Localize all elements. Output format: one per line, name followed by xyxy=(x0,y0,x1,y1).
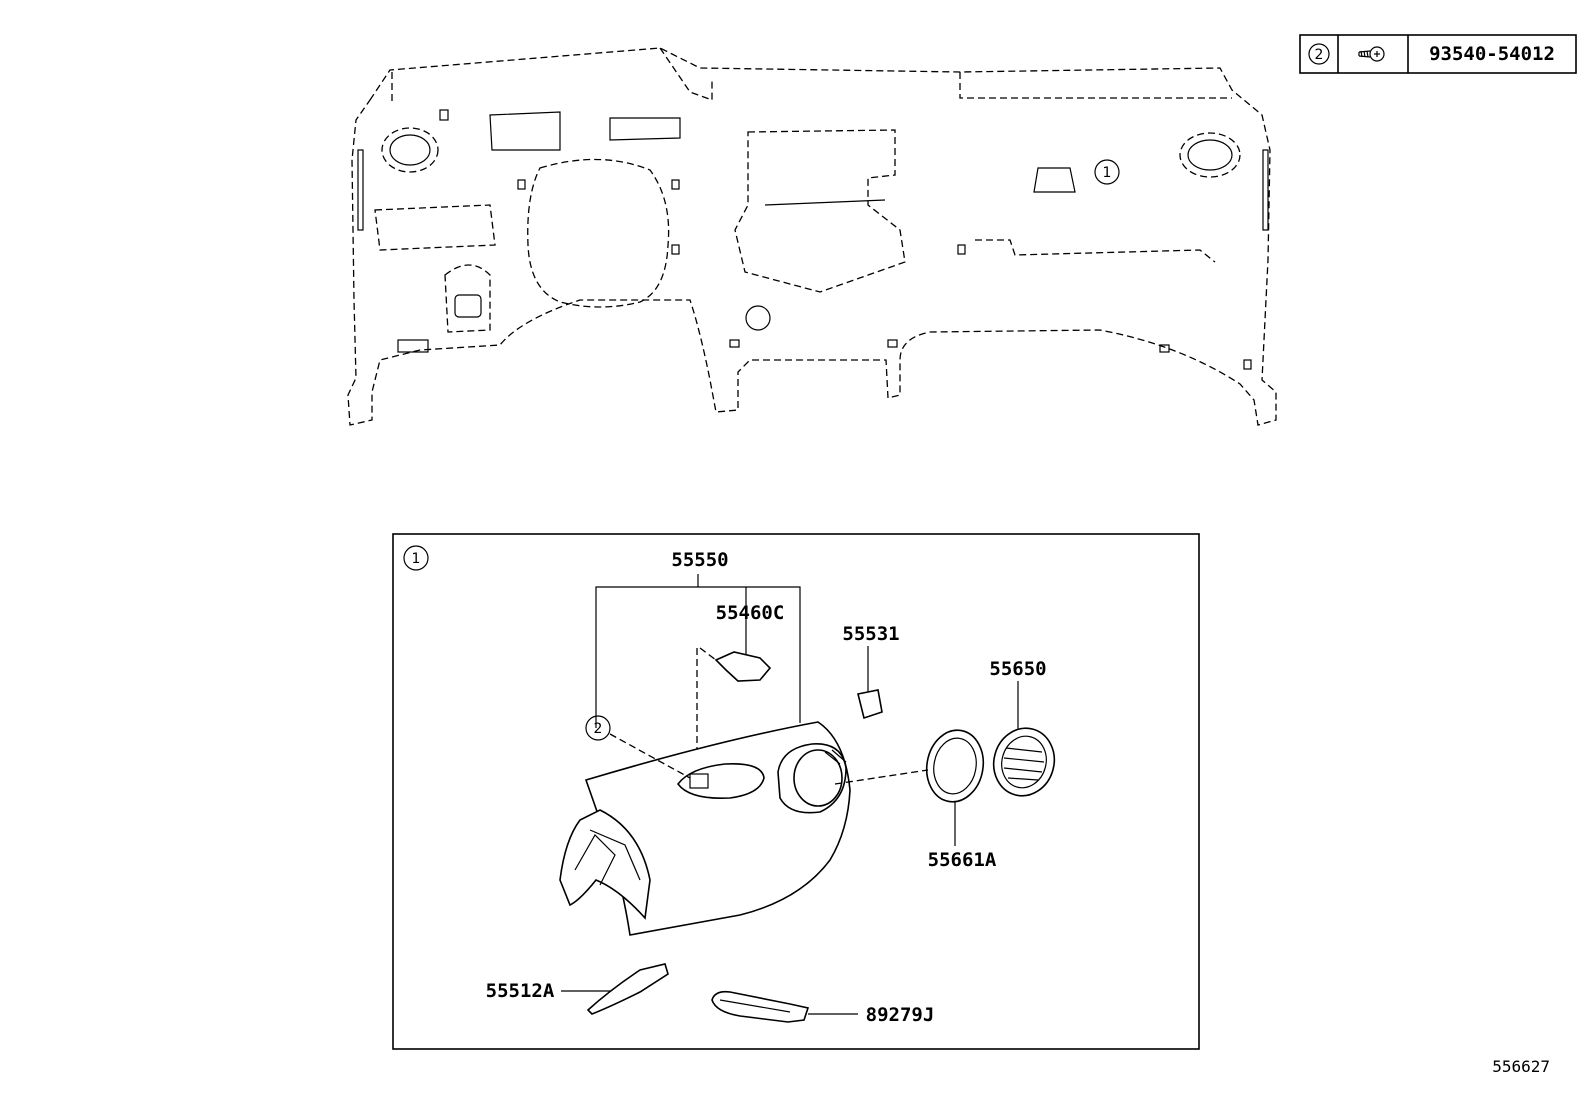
legend-ref-circle xyxy=(1308,43,1330,65)
part-55460C-clip xyxy=(714,651,772,682)
screw-callout-circle xyxy=(585,715,611,741)
fastener-legend: 2 93540-54012 xyxy=(1299,34,1577,74)
part-55650-vent-grille xyxy=(992,727,1056,797)
part-55550-panel xyxy=(559,721,851,936)
part-55661A-ring xyxy=(925,729,985,803)
legend-ref-number: 2 xyxy=(1315,47,1324,63)
legend-part-number: 93540-54012 xyxy=(1429,43,1555,65)
part-label-89279J: 89279J xyxy=(866,1004,935,1026)
part-label-55661A: 55661A xyxy=(928,849,997,871)
overview-callout-circle xyxy=(1094,159,1120,185)
detail-ref-number: 1 xyxy=(412,551,421,567)
part-label-55531: 55531 xyxy=(842,623,899,645)
instrument-panel-overview: 1 xyxy=(347,47,1277,426)
screw-callout-label: 2 xyxy=(594,721,603,737)
overview-callout-label: 1 xyxy=(1103,165,1112,181)
part-label-55550: 55550 xyxy=(671,549,728,571)
detail-box: 1 55550 55460C 55531 55650 55661A xyxy=(392,533,1200,1050)
diagram-id: 556627 xyxy=(1492,1057,1550,1076)
part-label-55512A: 55512A xyxy=(486,980,555,1002)
part-label-55650: 55650 xyxy=(989,658,1046,680)
part-55531-clip xyxy=(857,689,883,720)
part-label-55460C: 55460C xyxy=(716,602,785,624)
detail-ref-circle xyxy=(403,545,429,571)
screw-icon xyxy=(1358,46,1385,62)
part-55512A-strip xyxy=(586,963,669,1015)
